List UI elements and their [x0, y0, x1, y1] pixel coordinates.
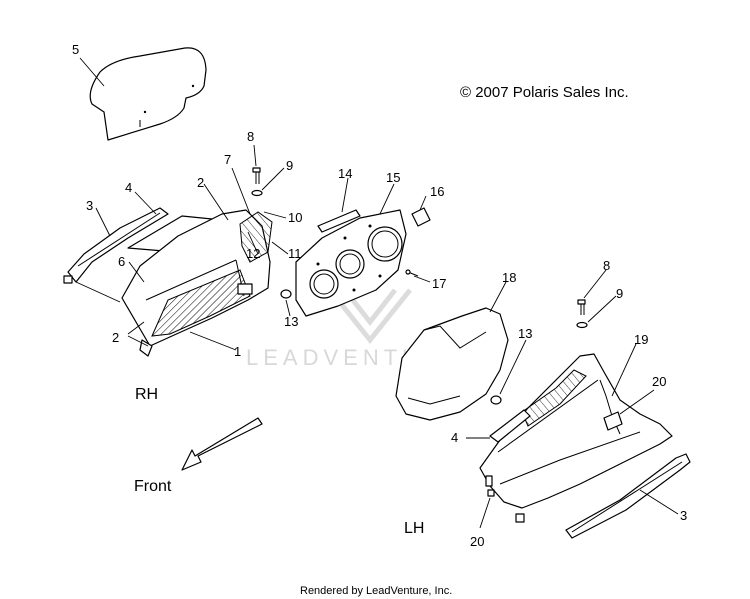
callout-labels: 5 8 9 7 2 4 3 10 14 15 16 12 11 6 17 13 …	[72, 42, 687, 549]
callout-8-lh: 8	[603, 258, 610, 273]
callout-7: 7	[224, 152, 231, 167]
watermark-logo-icon	[328, 288, 412, 345]
part-3-lh-trim-strip	[565, 453, 691, 539]
part-20-lh-emblem	[603, 411, 623, 431]
part-5-cover-panel	[89, 47, 207, 141]
callout-8-rh: 8	[247, 129, 254, 144]
lh-label: LH	[404, 520, 424, 537]
callout-2-upper: 2	[197, 175, 204, 190]
part-3-rh-trim-strip	[63, 207, 169, 284]
callout-20-lower: 20	[470, 534, 484, 549]
front-direction-arrow-icon	[181, 417, 263, 471]
callout-16: 16	[430, 184, 444, 199]
callout-12: 12	[246, 246, 260, 261]
callout-4-rh: 4	[125, 180, 132, 195]
part-9-lh-washer	[576, 321, 588, 329]
callout-13-lh: 13	[518, 326, 532, 341]
callout-5: 5	[72, 42, 79, 57]
callout-2-lower: 2	[112, 330, 119, 345]
part-8-lh-screw	[577, 299, 586, 315]
callout-9-rh: 9	[286, 158, 293, 173]
callout-1: 1	[234, 344, 241, 359]
copyright-notice: © 2007 Polaris Sales Inc.	[460, 84, 629, 101]
part-19-lh-side-panel	[479, 353, 673, 523]
callout-6: 6	[118, 254, 125, 269]
footer-credit: Rendered by LeadVenture, Inc.	[300, 585, 452, 597]
callout-17: 17	[432, 276, 446, 291]
part-20-lh-plug	[487, 489, 495, 497]
part-13-lh-grommet	[490, 395, 502, 405]
part-8-rh-screw	[252, 167, 261, 184]
watermark-logo-inner-icon	[343, 288, 397, 327]
callout-14: 14	[338, 166, 352, 181]
part-18-lh-cover	[395, 307, 509, 421]
part-9-rh-washer	[251, 189, 263, 197]
part-13-rh-grommet	[280, 289, 292, 299]
callout-15: 15	[386, 170, 400, 185]
callout-11: 11	[288, 246, 302, 261]
callout-20-upper: 20	[652, 374, 666, 389]
part-17-screw	[405, 269, 419, 277]
callout-3-lh: 3	[680, 508, 687, 523]
part-15-instrument-bezel	[295, 209, 407, 317]
callout-13-rh: 13	[284, 314, 298, 329]
part-16-clip	[411, 207, 431, 227]
front-label: Front	[134, 478, 172, 495]
callout-4-lh: 4	[451, 430, 458, 445]
part-14-decal	[317, 209, 361, 233]
callout-19: 19	[634, 332, 648, 347]
callout-10: 10	[288, 210, 302, 225]
part-4-lh-upper-rail	[489, 409, 531, 443]
leader-lines	[75, 57, 679, 529]
callout-18: 18	[502, 270, 516, 285]
part-1-rh-side-panel	[121, 209, 273, 357]
callout-3-rh: 3	[86, 198, 93, 213]
rh-label: RH	[135, 386, 158, 403]
callout-9-lh: 9	[616, 286, 623, 301]
